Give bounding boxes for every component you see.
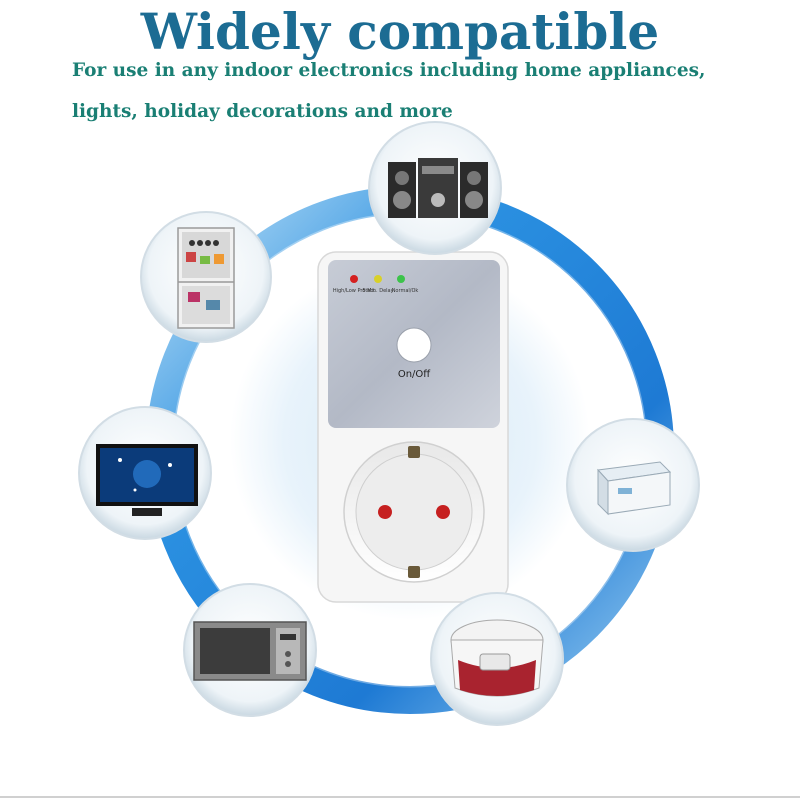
led-red-icon (350, 275, 358, 283)
socket-hole-left (378, 505, 392, 519)
voltage-protector-device: High/Low Protect 5 Min. Delay Normal/Ok … (317, 251, 509, 603)
television-bubble (78, 406, 212, 540)
speaker-icon (388, 162, 416, 218)
earth-clip-top (408, 446, 420, 458)
rice-cooker-bubble (430, 592, 564, 726)
refrigerator-bubble (140, 211, 272, 343)
led-label-delay: 5 Min. Delay (362, 288, 393, 294)
subtitle-line-1: For use in any indoor electronics includ… (72, 60, 706, 81)
socket-hole-right (436, 505, 450, 519)
led-label-normal: Normal/Ok (392, 288, 419, 294)
headline: Widely compatible (140, 2, 660, 61)
on-off-button[interactable] (396, 327, 432, 363)
on-off-label: On/Off (398, 369, 431, 380)
microwave-oven-bubble (183, 583, 317, 717)
earth-clip-bottom (408, 566, 420, 578)
subtitle-line-2: lights, holiday decorations and more (72, 101, 453, 122)
led-yellow-icon (374, 275, 382, 283)
chest-freezer-bubble (566, 418, 700, 552)
led-green-icon (397, 275, 405, 283)
speaker-system-bubble (368, 121, 502, 255)
led-label-protect: High/Low Protect (333, 288, 375, 294)
